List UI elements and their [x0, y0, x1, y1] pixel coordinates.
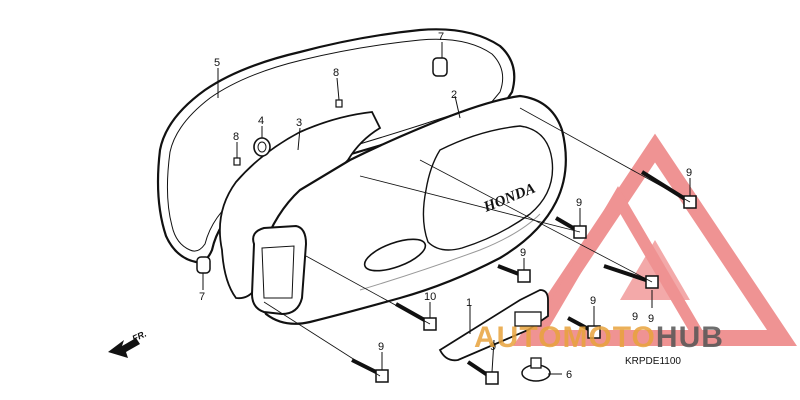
bolt-icon: [466, 360, 499, 385]
callout-label: 7: [438, 31, 444, 43]
cover-shading: [359, 213, 541, 291]
bolt-icon: [497, 264, 531, 283]
dowel-pin-icon: [432, 57, 448, 77]
watermark-word-primary: AUTOMOTO: [474, 321, 656, 354]
dowel-pin-icon: [196, 256, 211, 274]
front-marker-label: FR.: [131, 329, 148, 344]
callout-label: 4: [258, 115, 264, 127]
pin-icon: [233, 157, 241, 166]
callout-label: 6: [566, 369, 572, 381]
bolt-icon: [554, 216, 587, 239]
air-intake-inner: [261, 245, 295, 299]
callout-label: 9: [590, 295, 596, 307]
callout-label: 9: [576, 197, 582, 209]
callout-label: 7: [199, 291, 205, 303]
watermark-word-secondary: HUB: [656, 321, 724, 354]
callout-label: 9: [648, 313, 654, 325]
bolt-icon: [351, 358, 389, 383]
callout-label: 5: [214, 57, 220, 69]
air-intake-duct: [250, 224, 308, 316]
watermark-wordmark: AUTOMOTOHUB: [474, 321, 724, 354]
callout-label: 10: [424, 291, 436, 303]
alignment-lines: [263, 107, 691, 377]
callout-label: 2: [451, 89, 457, 101]
oil-seal-icon: [253, 137, 271, 157]
callout-label: 8: [233, 131, 239, 143]
callout-label: 9: [378, 341, 384, 353]
cover-raised-panel: [422, 125, 554, 251]
leader-lines: [202, 42, 691, 375]
callout-label: 1: [466, 297, 472, 309]
callout-label: 3: [296, 117, 302, 129]
callout-label: 8: [333, 67, 339, 79]
front-arrow-icon: [108, 338, 140, 358]
callout-label: 9: [490, 341, 496, 353]
watermark-logo: [513, 133, 797, 346]
cap-icon: [521, 357, 551, 382]
callout-label: 9: [520, 247, 526, 259]
bracket: [438, 289, 549, 362]
crankcase-cover: [256, 94, 567, 325]
callout-label: 9: [686, 167, 692, 179]
callout-label: 9: [632, 311, 638, 323]
bracket-clip: [514, 311, 542, 327]
gasket-inner-outline: [166, 38, 504, 252]
pin-icon: [335, 99, 343, 108]
diagram-code: KRPDE1100: [625, 356, 681, 367]
cover-oval-window: [363, 238, 427, 272]
